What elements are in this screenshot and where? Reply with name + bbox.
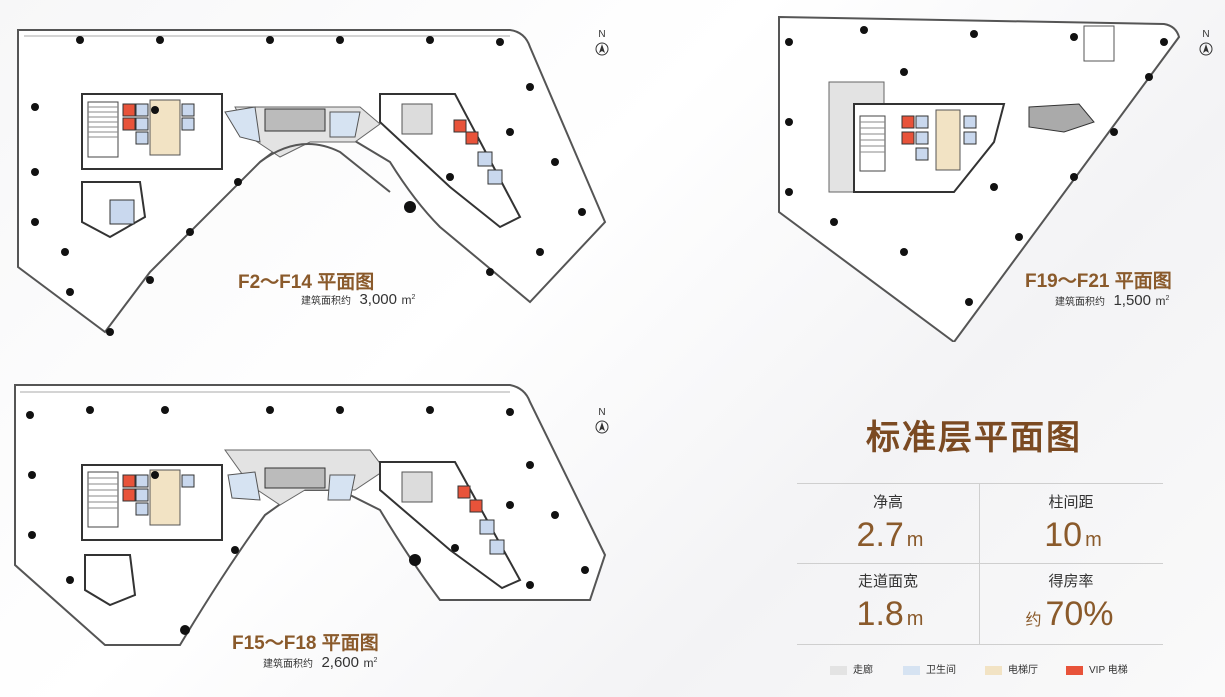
north-arrow-icon bbox=[595, 42, 609, 56]
legend-label: VIP 电梯 bbox=[1089, 665, 1128, 676]
floor-plan-f19-f21-drawing bbox=[778, 15, 1181, 342]
floor-title-f15-f18: F15～F18 平面图 bbox=[232, 633, 379, 654]
stat-label: 净高 bbox=[872, 494, 903, 511]
legend-label: 走廊 bbox=[853, 665, 873, 676]
legend-swatch-vip bbox=[1066, 665, 1083, 675]
legend-label: 卫生间 bbox=[926, 665, 956, 676]
area-label: 建筑面积约 bbox=[301, 296, 351, 307]
area-row-f19-f21: 建筑面积约 1,500 m2 bbox=[1055, 292, 1169, 310]
area-unit: m2 bbox=[1155, 294, 1170, 308]
area-unit: m2 bbox=[363, 656, 378, 670]
floor-plan-f15-f18: F15～F18 平面图 建筑面积约 2,600 m2 bbox=[10, 380, 610, 671]
legend-swatch-lobby bbox=[985, 665, 1002, 675]
area-label: 建筑面积约 bbox=[1055, 297, 1105, 308]
area-row-f15-f18: 建筑面积约 2,600 m2 bbox=[263, 654, 377, 672]
legend-item-vip-elevator: VIP 电梯 bbox=[1066, 661, 1128, 676]
area-value: 2,600 bbox=[321, 654, 359, 671]
area-unit: m2 bbox=[401, 293, 416, 307]
compass-f15-f18: N bbox=[594, 408, 610, 434]
north-arrow-icon bbox=[595, 420, 609, 434]
area-value: 1,500 bbox=[1113, 292, 1151, 309]
north-arrow-icon bbox=[1199, 42, 1213, 56]
legend-item-restroom: 卫生间 bbox=[903, 661, 956, 676]
stat-label: 柱间距 bbox=[1048, 494, 1094, 511]
floor-title-f2-f14: F2～F14 平面图 bbox=[238, 272, 375, 293]
legend-swatch-restroom bbox=[903, 665, 920, 675]
floor-title-f19-f21: F19～F21 平面图 bbox=[1025, 271, 1172, 292]
floor-plan-f19-f21: F19～F21 平面图 建筑面积约 1,500 m2 bbox=[774, 12, 1194, 342]
main-title: 标准层平面图 bbox=[866, 418, 1082, 458]
stats-divider-vertical bbox=[979, 484, 980, 644]
stat-label: 走道面宽 bbox=[857, 573, 918, 590]
legend-item-corridor: 走廊 bbox=[830, 661, 873, 676]
stats-divider-horizontal bbox=[797, 563, 1163, 564]
stat-label: 得房率 bbox=[1048, 573, 1094, 590]
compass-label: N bbox=[1202, 29, 1210, 40]
compass-f2-f14: N bbox=[594, 30, 610, 56]
legend-item-lobby: 电梯厅 bbox=[985, 661, 1038, 676]
compass-label: N bbox=[598, 407, 606, 418]
legend-swatch-corridor bbox=[830, 665, 847, 675]
floor-plan-f15-f18-drawing bbox=[14, 384, 607, 646]
floor-plan-f2-f14-drawing bbox=[17, 29, 607, 336]
compass-f19-f21: N bbox=[1198, 30, 1214, 56]
compass-label: N bbox=[598, 29, 606, 40]
area-row-f2-f14: 建筑面积约 3,000 m2 bbox=[301, 291, 415, 309]
area-value: 3,000 bbox=[359, 291, 397, 308]
legend-label: 电梯厅 bbox=[1008, 665, 1038, 676]
floor-plan-f2-f14: F2～F14 平面图 建筑面积约 3,000 m2 bbox=[10, 12, 610, 342]
area-label: 建筑面积约 bbox=[263, 659, 313, 670]
